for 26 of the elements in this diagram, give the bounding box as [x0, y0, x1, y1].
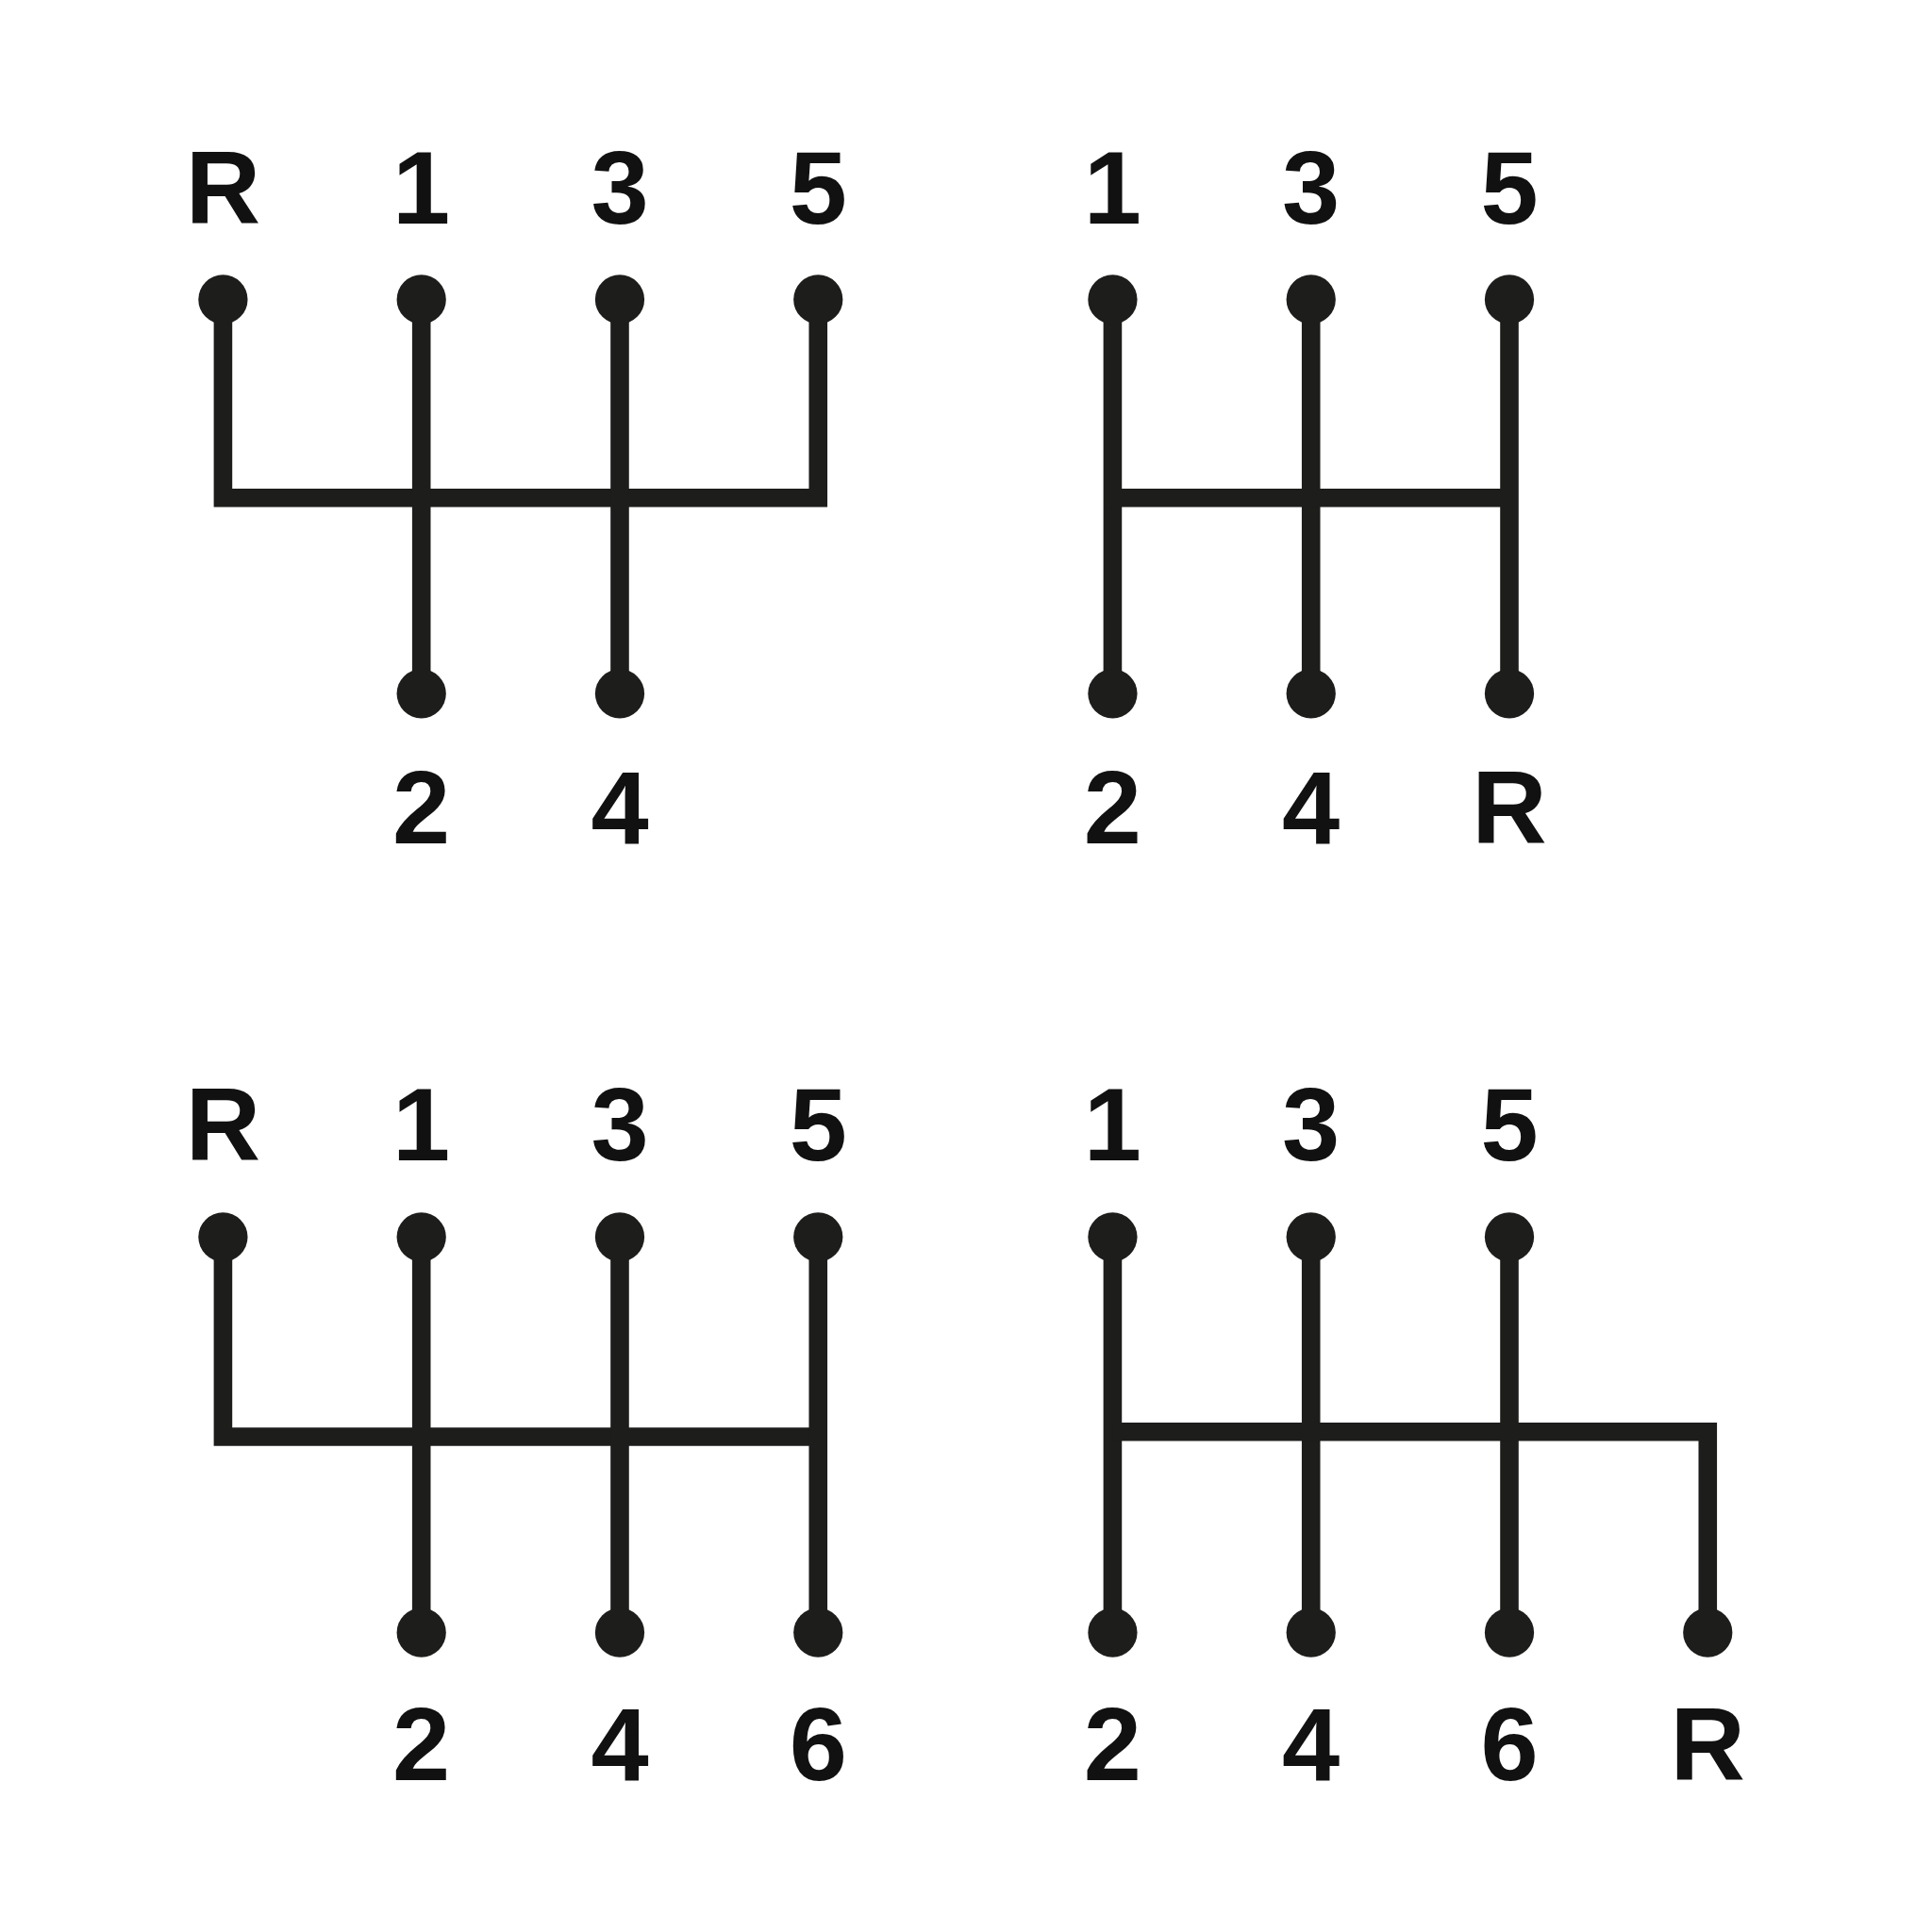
gear-label: 1 [1083, 135, 1141, 240]
gear-label: 3 [1282, 135, 1341, 240]
gear-label: 4 [591, 1692, 649, 1797]
gear-label: 1 [1083, 1073, 1141, 1177]
gear-label: 5 [1480, 1073, 1539, 1177]
gear-label: 5 [789, 1073, 847, 1177]
gear-label: 4 [1282, 1692, 1341, 1797]
gear-label: 3 [1282, 1073, 1341, 1177]
gear-label: 1 [392, 1073, 451, 1177]
gear-label: 4 [1282, 755, 1341, 859]
gear-label: 5 [789, 135, 847, 240]
gear-label: R [1670, 1692, 1745, 1797]
gear-label: R [185, 135, 261, 240]
gear-label: R [1472, 755, 1547, 859]
gear-label: 3 [591, 1073, 649, 1177]
gear-label: 2 [392, 1692, 451, 1797]
gear-label: 6 [1480, 1692, 1539, 1797]
gear-label: R [185, 1073, 261, 1177]
gear-label: 2 [1083, 755, 1141, 859]
gear-label: 2 [1083, 1692, 1141, 1797]
gear-label: 5 [1480, 135, 1539, 240]
gear-label: 3 [591, 135, 649, 240]
gear-label: 6 [789, 1692, 847, 1797]
gear-label: 2 [392, 755, 451, 859]
gear-label: 4 [591, 755, 649, 859]
gear-label: 1 [392, 135, 451, 240]
